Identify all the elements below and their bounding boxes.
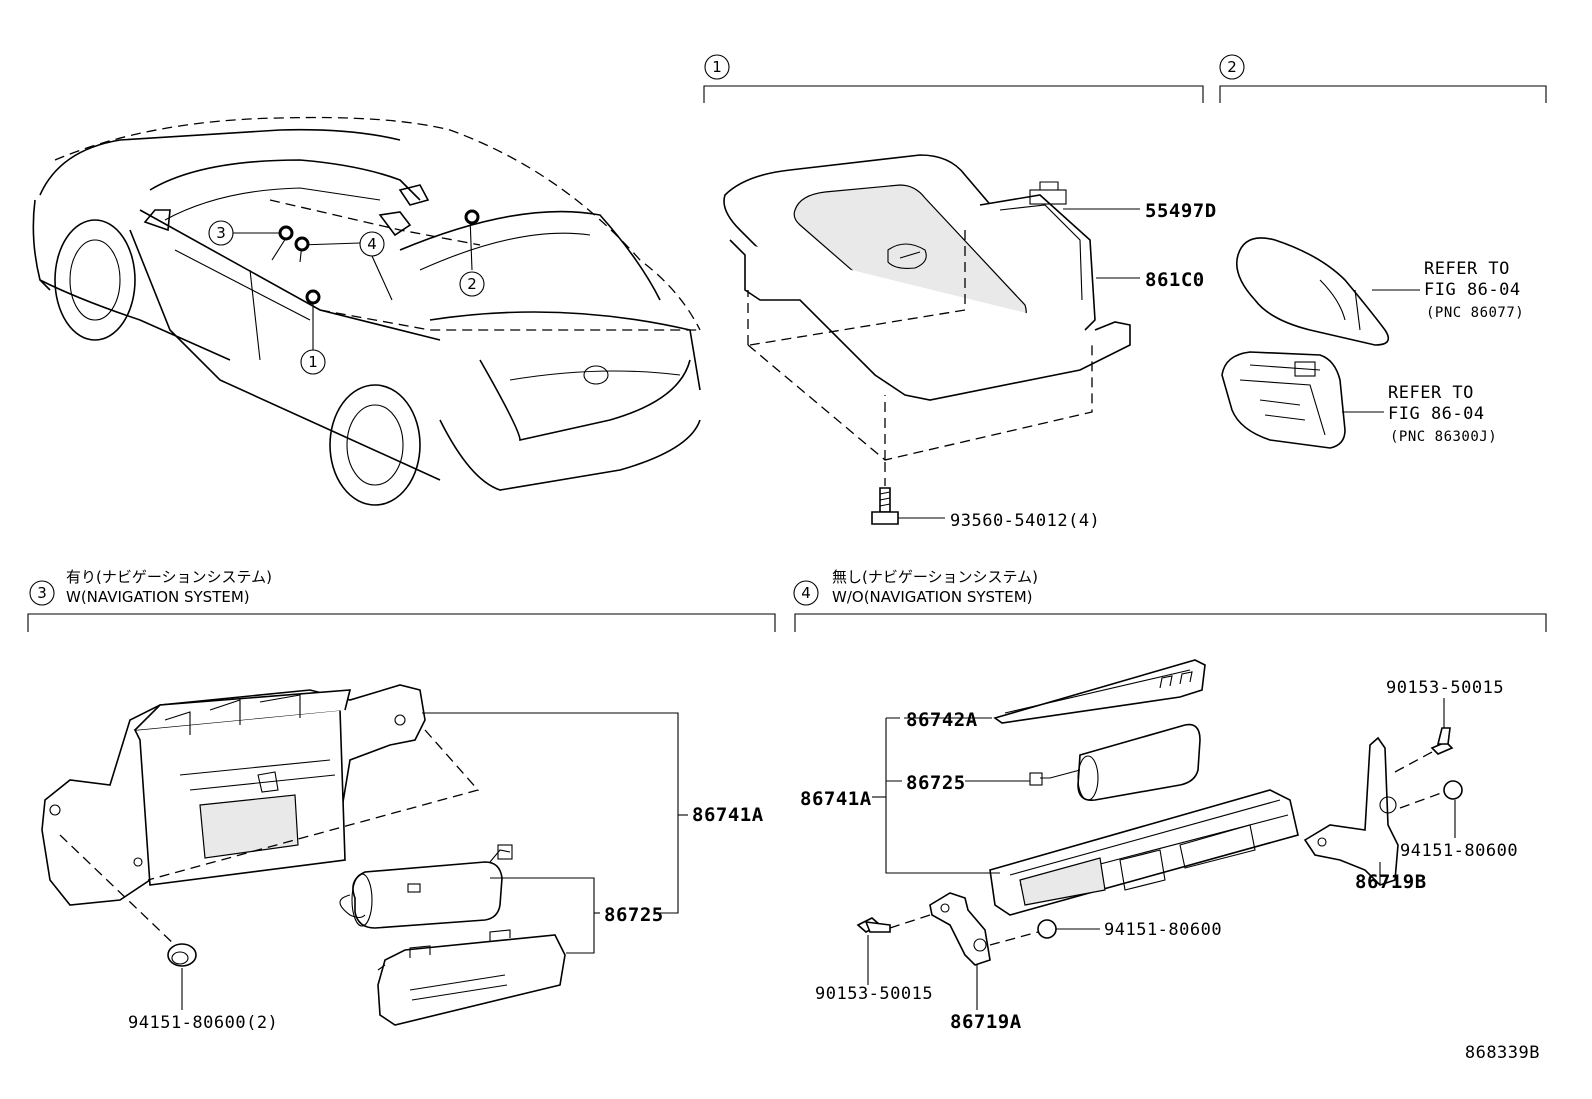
svg-text:REFER TO: REFER TO — [1388, 383, 1474, 403]
section-3-bracket — [27, 613, 776, 632]
part-number-86741A-alt: 86741A — [800, 788, 872, 810]
part-number-90153-50015-a: 90153-50015 — [815, 984, 933, 1004]
part-number-93560-54012: 93560-54012(4) — [950, 511, 1100, 531]
svg-text:4: 4 — [801, 584, 811, 602]
battery-drawing-alt — [1029, 723, 1201, 802]
part-number-90153-50015-b: 90153-50015 — [1386, 678, 1504, 698]
svg-text:2: 2 — [1227, 58, 1237, 76]
svg-text:1: 1 — [712, 58, 722, 76]
section-2-bracket — [1219, 85, 1547, 103]
navigation-ecu-drawing — [41, 684, 480, 949]
part-number-94151-80600-b: 94151-80600 — [1400, 841, 1518, 861]
location-dot — [278, 225, 294, 241]
nut-drawing-a — [989, 919, 1057, 946]
ecu-tray-drawing — [989, 789, 1299, 916]
clip-nut-drawing — [167, 943, 197, 967]
location-dot — [294, 236, 310, 252]
svg-text:2: 2 — [467, 275, 477, 293]
section-marker-4 — [793, 580, 819, 606]
car-marker-3: 3 — [208, 220, 280, 246]
svg-text:(PNC 86300J): (PNC 86300J) — [1390, 429, 1497, 445]
reference-2: REFER TO FIG 86-04 (PNC 86300J) — [1388, 383, 1497, 445]
bracket-a-drawing — [929, 892, 991, 966]
svg-text:FIG 86-04: FIG 86-04 — [1424, 280, 1521, 300]
part-number-86719B: 86719B — [1355, 871, 1427, 893]
section-3-caption-jp: 有り(ナビゲーションシステム) — [66, 568, 272, 586]
location-dot — [305, 289, 321, 305]
battery-drawing — [339, 844, 513, 929]
nut-drawing-b — [1399, 780, 1463, 809]
section-4-caption-en: W/O(NAVIGATION SYSTEM) — [832, 588, 1033, 606]
svg-text:1: 1 — [308, 353, 318, 371]
part-number-86725-alt: 86725 — [906, 772, 966, 794]
antenna-base-drawing — [1221, 351, 1346, 449]
battery-case-drawing — [377, 929, 566, 1026]
svg-text:3: 3 — [216, 224, 226, 242]
section-3: 3 有り(ナビゲーションシステム) W(NAVIGATION SYSTEM) 9… — [27, 568, 776, 1033]
car-marker-2: 2 — [459, 271, 485, 297]
bolt-drawing-b — [1394, 727, 1454, 773]
figure-id: 868339B — [1465, 1043, 1540, 1063]
section-marker-3 — [29, 580, 55, 606]
svg-text:FIG 86-04: FIG 86-04 — [1388, 404, 1485, 424]
vehicle-illustration: 3 4 2 1 — [32, 116, 701, 506]
svg-text:REFER TO: REFER TO — [1424, 259, 1510, 279]
svg-text:4: 4 — [367, 235, 377, 253]
section-marker-1 — [704, 54, 730, 80]
section-1: 1 55497D 861C0 — [703, 54, 1217, 531]
svg-text:(PNC 86077): (PNC 86077) — [1426, 305, 1524, 321]
part-number-86719A: 86719A — [950, 1011, 1022, 1033]
cover-strip-drawing — [993, 659, 1206, 724]
section-4-bracket — [794, 613, 1547, 632]
section-2: 2 REFER TO FIG 86-04 (PNC 86077) REFER T… — [1219, 54, 1547, 449]
shark-fin-antenna-drawing — [1236, 237, 1390, 346]
part-number-86725: 86725 — [604, 904, 664, 926]
section-4: 4 無し(ナビゲーションシステム) W/O(NAVIGATION SYSTEM) — [793, 568, 1547, 1033]
car-marker-4: 4 — [359, 231, 385, 257]
part-number-55497D: 55497D — [1145, 200, 1217, 222]
location-dot — [464, 209, 480, 225]
bracket-b-drawing — [1303, 736, 1399, 886]
part-number-86742A: 86742A — [906, 709, 978, 731]
reference-1: REFER TO FIG 86-04 (PNC 86077) — [1424, 259, 1524, 321]
section-1-bracket — [703, 85, 1204, 103]
part-number-861C0: 861C0 — [1145, 269, 1205, 291]
svg-text:3: 3 — [37, 584, 47, 602]
section-4-caption-jp: 無し(ナビゲーションシステム) — [832, 568, 1038, 586]
section-marker-2 — [1219, 54, 1245, 80]
wireless-charger-drawing — [723, 154, 1131, 525]
part-number-86741A: 86741A — [692, 804, 764, 826]
part-number-94151-80600-2: 94151-80600(2) — [128, 1013, 278, 1033]
car-marker-1: 1 — [300, 349, 326, 375]
part-number-94151-80600-a: 94151-80600 — [1104, 920, 1222, 940]
section-3-caption-en: W(NAVIGATION SYSTEM) — [66, 588, 250, 606]
bolt-drawing-a — [856, 914, 931, 933]
